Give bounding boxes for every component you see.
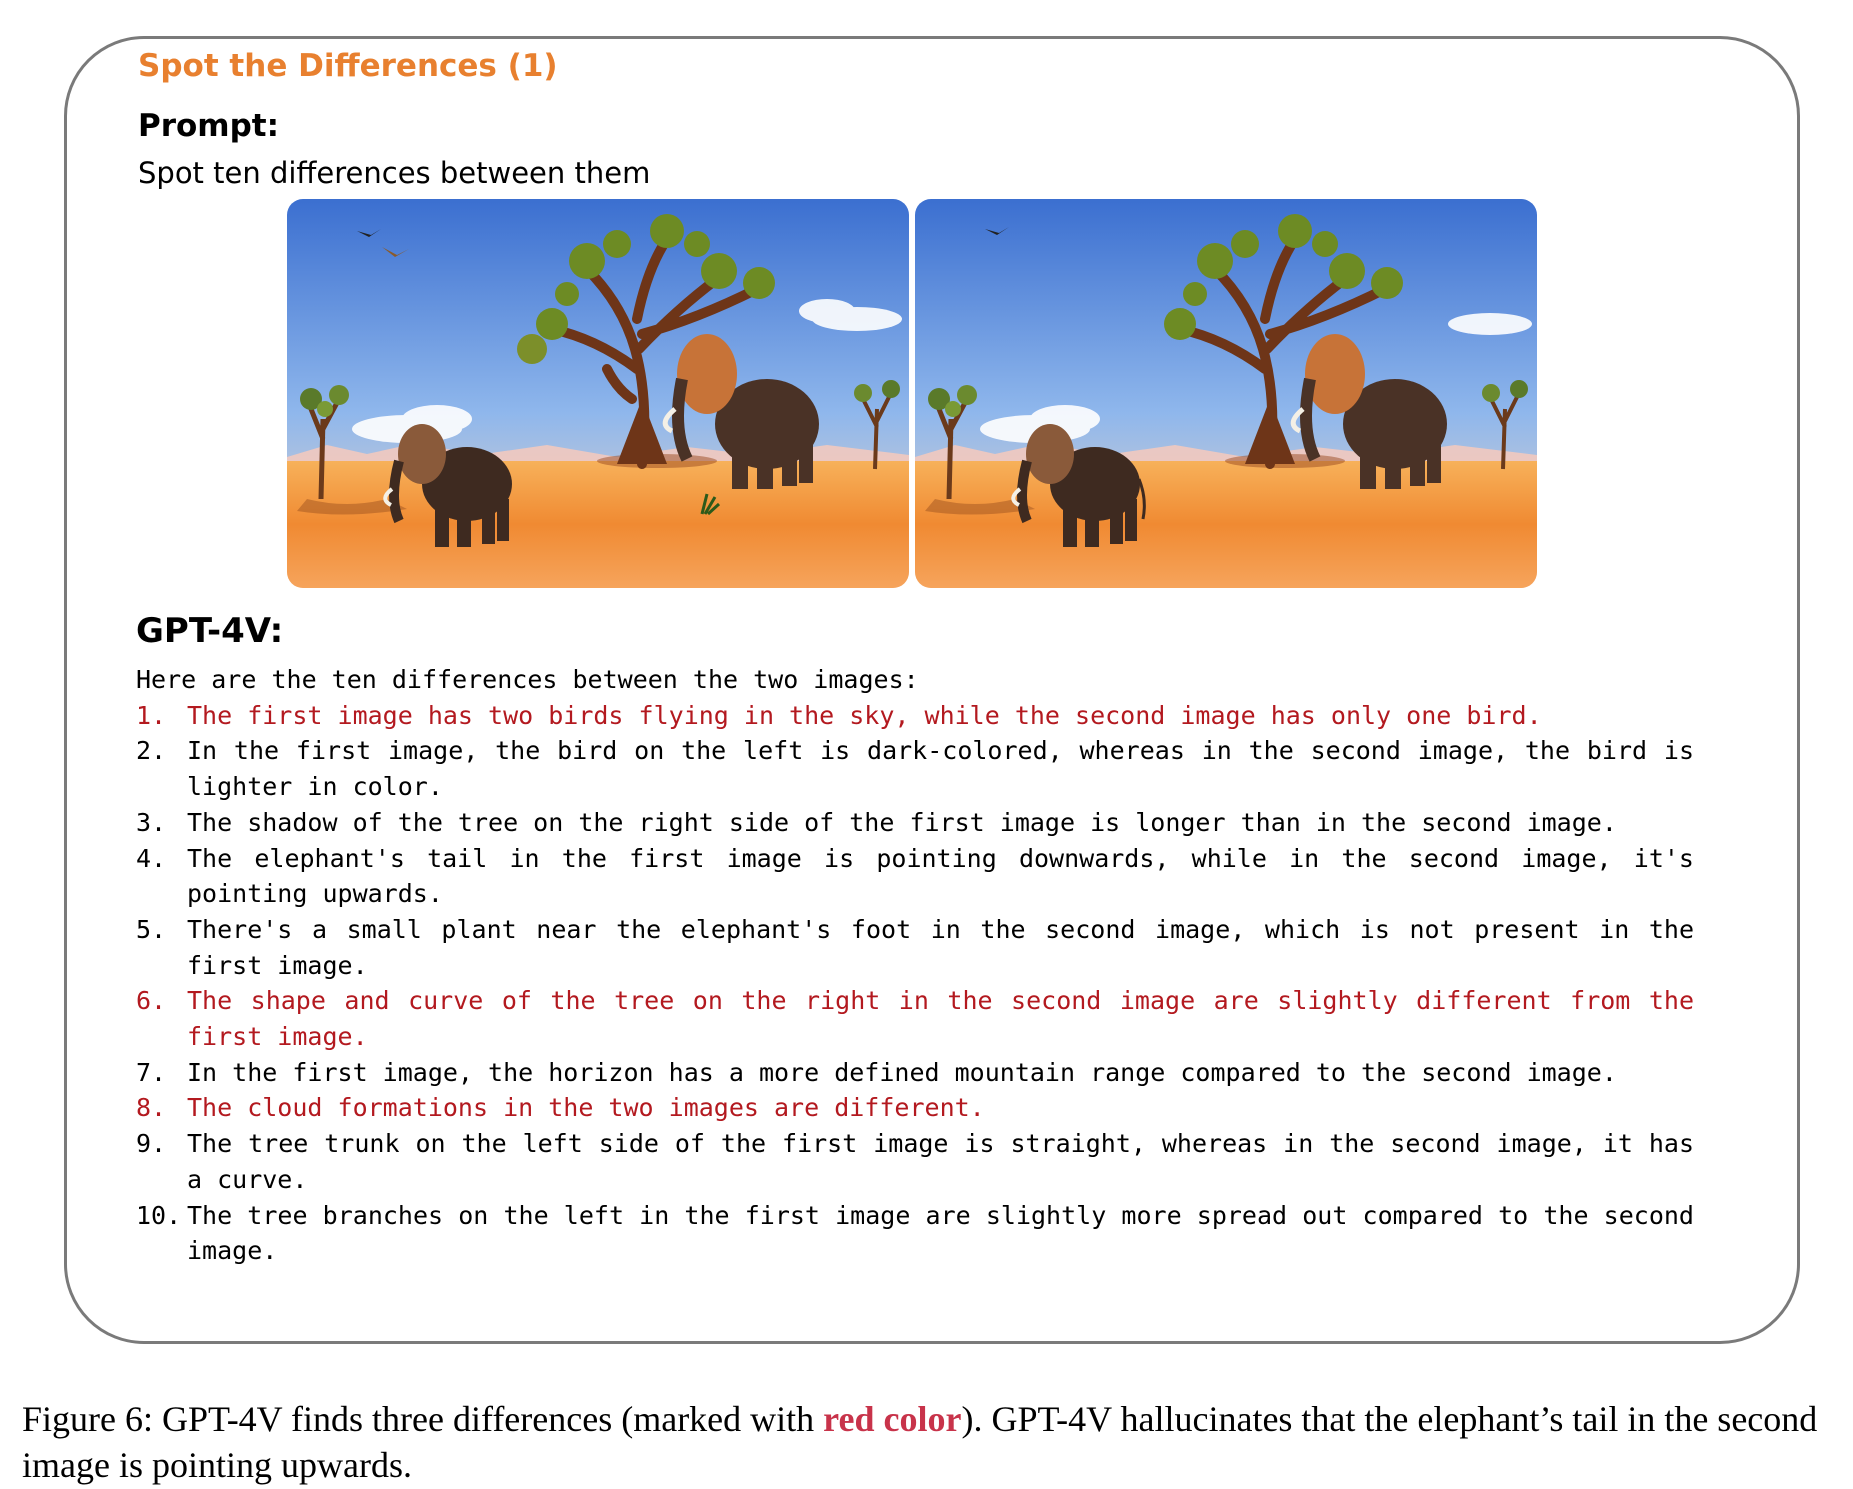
list-item-text: There's a small plant near the elephant'… — [187, 914, 1694, 980]
list-item: 1. The first image has two birds flying i… — [136, 698, 1736, 734]
list-item-number: 10. — [136, 1200, 182, 1230]
list-item: 4. The elephant's tail in the first image… — [136, 841, 1736, 912]
list-item-number: 3. — [136, 807, 167, 837]
list-item: 2. In the first image, the bird on the le… — [136, 733, 1736, 804]
prompt-heading: Prompt: — [138, 108, 280, 144]
spot-image-first — [287, 199, 909, 588]
list-item-text: The tree branches on the left in the fir… — [187, 1200, 1694, 1266]
list-item: 8. The cloud formations in the two images… — [136, 1090, 1736, 1126]
model-heading: GPT-4V: — [136, 611, 284, 651]
spot-image-second — [915, 199, 1537, 588]
list-item-number: 8. — [136, 1093, 167, 1123]
list-item-number: 5. — [136, 914, 167, 944]
list-item: 10.The tree branches on the left in the … — [136, 1198, 1736, 1269]
list-item-text: The cloud formations in the two images a… — [187, 1093, 985, 1123]
list-item-text: The first image has two birds flying in … — [187, 700, 1542, 730]
list-item-text: The elephant's tail in the first image i… — [187, 843, 1694, 909]
caption-text-end: ). GPT-4V hallucinates that the elephant… — [22, 1399, 1818, 1485]
list-item-text: The tree trunk on the left side of the f… — [187, 1129, 1694, 1194]
list-item-text: The shape and curve of the tree on the r… — [187, 986, 1694, 1052]
list-item-text: The shadow of the tree on the right side… — [187, 807, 1617, 837]
list-item-number: 1. — [136, 700, 167, 730]
caption-text-start: Figure 6: GPT-4V finds three differences… — [22, 1399, 824, 1439]
list-item: 7. In the first image, the horizon has a … — [136, 1055, 1736, 1091]
caption-highlight: red color — [823, 1399, 962, 1439]
list-item-number: 7. — [136, 1057, 167, 1087]
card-title: Spot the Differences (1) — [138, 48, 558, 84]
example-card — [64, 36, 1800, 1344]
list-item: 6. The shape and curve of the tree on the… — [136, 983, 1736, 1054]
list-item-number: 2. — [136, 736, 167, 766]
list-item: 5. There's a small plant near the elephan… — [136, 912, 1736, 983]
model-answer: Here are the ten differences between the… — [136, 662, 1736, 1269]
answer-list: 1. The first image has two birds flying i… — [136, 698, 1736, 1269]
list-item: 9. The tree trunk on the left side of the… — [136, 1126, 1736, 1197]
list-item-number: 4. — [136, 843, 167, 873]
list-item-number: 9. — [136, 1129, 167, 1159]
figure-caption: Figure 6: GPT-4V finds three differences… — [22, 1396, 1852, 1488]
list-item-text: In the first image, the horizon has a mo… — [187, 1057, 1617, 1087]
prompt-text: Spot ten differences between them — [138, 156, 651, 190]
list-item-text: In the first image, the bird on the left… — [187, 736, 1694, 802]
answer-intro: Here are the ten differences between the… — [136, 665, 919, 694]
list-item: 3. The shadow of the tree on the right si… — [136, 805, 1736, 841]
list-item-number: 6. — [136, 986, 167, 1016]
